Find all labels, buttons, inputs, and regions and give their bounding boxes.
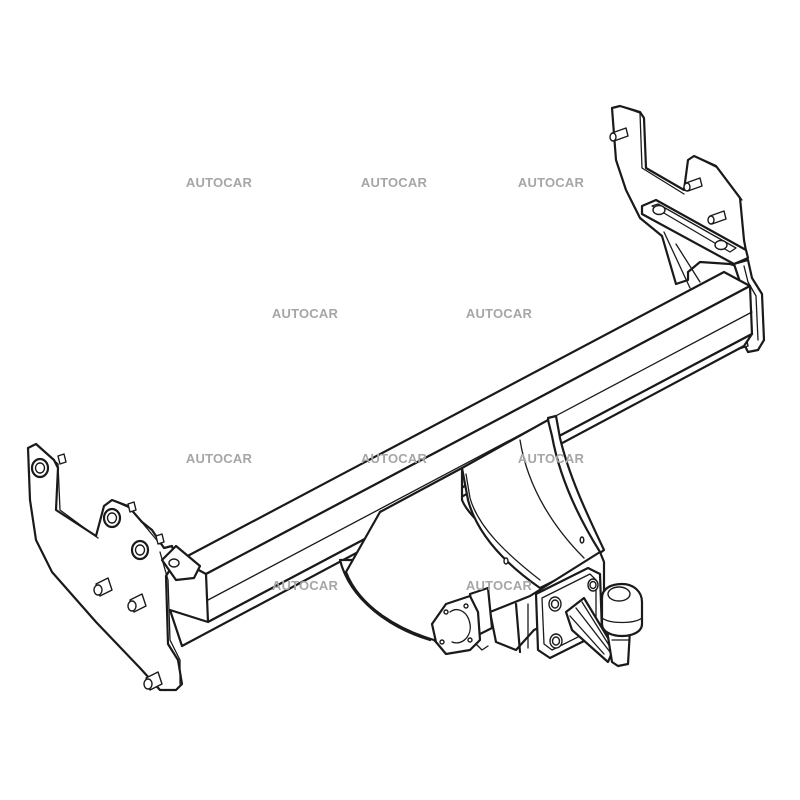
watermark: AUTOCAR	[271, 306, 339, 321]
flange-bolt-1	[548, 596, 562, 612]
left-nut-1	[30, 453, 67, 479]
socket-plate	[430, 586, 494, 656]
left-nut-3	[130, 533, 165, 561]
left-bracket	[26, 442, 202, 692]
watermark: AUTOCAR	[185, 175, 253, 190]
flange-bolt-3	[549, 633, 563, 649]
watermark: AUTOCAR	[465, 578, 533, 593]
right-clamp-plate	[640, 198, 750, 266]
left-stud-3	[143, 671, 163, 691]
watermark: AUTOCAR	[360, 175, 428, 190]
left-nut-2	[102, 501, 137, 529]
flange-bolt-2	[587, 578, 599, 592]
left-stud-2	[127, 593, 147, 613]
watermark: AUTOCAR	[185, 451, 253, 466]
watermark: AUTOCAR	[271, 578, 339, 593]
right-stud-2	[683, 177, 703, 192]
left-stud-1	[93, 577, 113, 597]
watermark: AUTOCAR	[465, 306, 533, 321]
right-stud-1	[609, 127, 629, 142]
watermark: AUTOCAR	[517, 175, 585, 190]
ball-mount	[534, 566, 644, 668]
watermark: AUTOCAR	[360, 451, 428, 466]
right-stud-3	[707, 210, 727, 225]
watermark: AUTOCAR	[517, 451, 585, 466]
